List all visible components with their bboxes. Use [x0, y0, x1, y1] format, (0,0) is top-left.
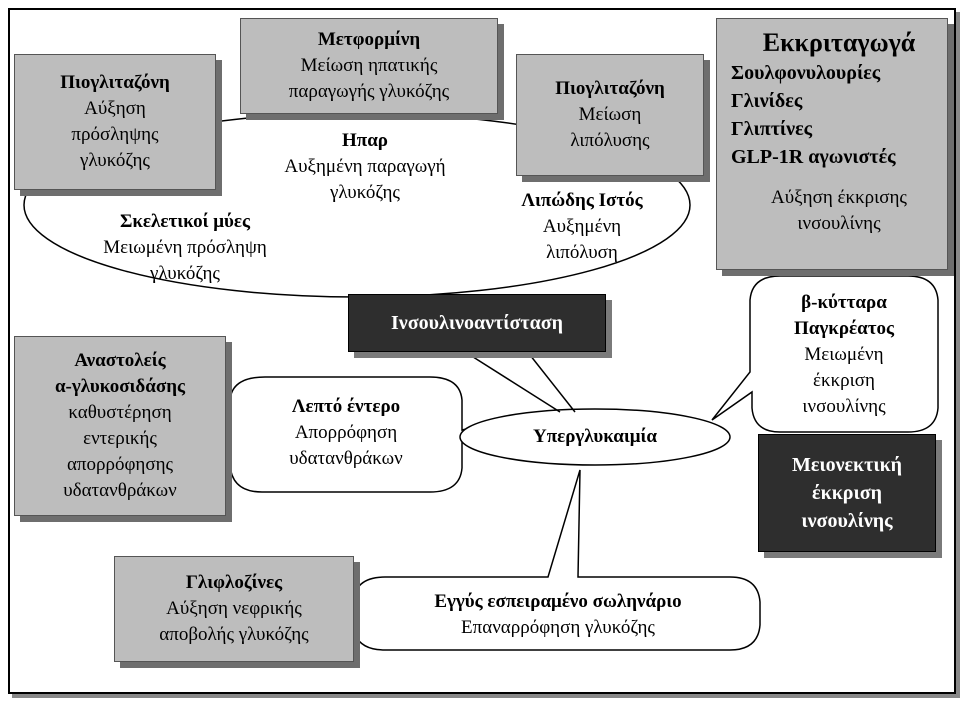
pioglitazone-muscle-title: Πιογλιταζόνη: [60, 72, 170, 93]
tubule-bubble: [352, 469, 761, 651]
secretagogues-item-2: Γλινίδες: [731, 90, 803, 112]
pioglitazone-muscle-line-3: γλυκόζης: [80, 150, 150, 171]
pioglitazone-fat-line-1: Μείωση: [578, 104, 642, 125]
beta-cells-line-2: έκκριση: [813, 370, 875, 391]
muscle-label: Σκελετικοί μύες Μειωμένη πρόσληψη γλυκόζ…: [60, 204, 310, 292]
hyperglycemia-label: Υπεργλυκαιμία: [470, 420, 720, 454]
beta-cells-title-1: β-κύτταρα: [801, 292, 887, 313]
insulin-resistance-label: Ινσουλινοαντίσταση: [391, 312, 563, 334]
gliflozins-line-1: Αύξηση νεφρικής: [166, 598, 302, 619]
beta-cells-bubble: [711, 275, 939, 433]
adipose-label: Λιπώδης Ιστός Αυξημένη λιπόλυση: [486, 184, 678, 270]
secretagogues-title: Εκκριταγωγά: [762, 28, 916, 57]
metformin-line-2: παραγωγής γλυκόζης: [288, 81, 450, 102]
agi-line-4: υδατανθράκων: [63, 480, 177, 501]
arrow-ir-hyper-1: [469, 354, 561, 413]
muscle-line-1: Μειωμένη πρόσληψη: [103, 237, 267, 258]
pioglitazone-fat-box: Πιογλιταζόνη Μείωση λιπόλυσης: [516, 54, 704, 176]
tubule-label: Εγγύς εσπειραμένο σωληνάριο Επαναρρόφηση…: [360, 586, 756, 644]
adipose-line-2: λιπόλυση: [546, 242, 618, 263]
tubule-line-1: Επαναρρόφηση γλυκόζης: [461, 617, 655, 638]
hyperglycemia-text: Υπεργλυκαιμία: [533, 426, 657, 447]
liver-line-1: Αυξημένη παραγωγή: [284, 156, 446, 177]
insulin-resistance-box: Ινσουλινοαντίσταση: [348, 294, 606, 352]
pioglitazone-muscle-line-1: Αύξηση: [84, 98, 146, 119]
beta-cells-line-1: Μειωμένη: [804, 344, 884, 365]
gliflozins-title: Γλιφλοζίνες: [185, 572, 283, 593]
pioglitazone-muscle-box: Πιογλιταζόνη Αύξηση πρόσληψης γλυκόζης: [14, 54, 216, 190]
pioglitazone-muscle-line-2: πρόσληψης: [71, 124, 159, 145]
intestine-title: Λεπτό έντερο: [291, 396, 401, 417]
adipose-line-1: Αυξημένη: [542, 216, 622, 237]
intestine-label: Λεπτό έντερο Απορρόφηση υδατανθράκων: [232, 388, 460, 478]
pioglitazone-fat-title: Πιογλιταζόνη: [555, 78, 665, 99]
liver-title: Ηπαρ: [342, 130, 388, 151]
agi-line-3: απορρόφησης: [66, 454, 174, 475]
agi-title-1: Αναστολείς: [74, 350, 166, 371]
tubule-title: Εγγύς εσπειραμένο σωληνάριο: [434, 591, 682, 612]
secretagogues-item-4: GLP-1R αγωνιστές: [731, 146, 896, 168]
arrow-ir-hyper-2: [529, 354, 576, 413]
muscle-title: Σκελετικοί μύες: [119, 211, 251, 232]
intestine-line-2: υδατανθράκων: [289, 448, 403, 469]
hyperglycemia-ellipse: [459, 408, 731, 466]
adipose-title: Λιπώδης Ιστός: [521, 190, 643, 211]
beta-cells-label: β-κύτταρα Παγκρέατος Μειωμένη έκκριση ιν…: [752, 282, 936, 428]
agi-box: Αναστολείς α-γλυκοσιδάσης καθυστέρηση εν…: [14, 336, 226, 516]
secretagogues-box: Εκκριταγωγά Σουλφονυλουρίες Γλινίδες Γλι…: [716, 18, 948, 270]
gliflozins-box: Γλιφλοζίνες Αύξηση νεφρικής αποβολής γλυ…: [114, 556, 354, 662]
secretagogues-effect-1: Αύξηση έκκρισης: [771, 187, 907, 208]
metformin-title: Μετφορμίνη: [317, 29, 421, 50]
gliflozins-line-2: αποβολής γλυκόζης: [159, 624, 309, 645]
insulin-deficiency-line-3: ινσουλίνης: [801, 510, 893, 532]
agi-line-2: εντερικής: [83, 428, 157, 449]
agi-title-2: α-γλυκοσιδάσης: [54, 376, 186, 397]
liver-line-2: γλυκόζης: [330, 182, 400, 203]
intestine-bubble: [229, 376, 506, 493]
secretagogues-item-3: Γλιπτίνες: [731, 118, 813, 140]
secretagogues-effect-2: ινσουλίνης: [797, 213, 881, 234]
pioglitazone-fat-line-2: λιπόλυσης: [570, 130, 650, 151]
muscle-line-2: γλυκόζης: [150, 263, 220, 284]
insulin-deficiency-line-1: Μειονεκτική: [791, 454, 903, 476]
beta-cells-title-2: Παγκρέατος: [794, 318, 894, 339]
beta-cells-line-3: ινσουλίνης: [802, 396, 886, 417]
intestine-line-1: Απορρόφηση: [294, 422, 398, 443]
agi-line-1: καθυστέρηση: [68, 402, 172, 423]
metformin-box: Μετφορμίνη Μείωση ηπατικής παραγωγής γλυ…: [240, 18, 498, 114]
metformin-line-1: Μείωση ηπατικής: [300, 55, 438, 76]
insulin-deficiency-line-2: έκκριση: [812, 482, 882, 504]
liver-label: Ηπαρ Αυξημένη παραγωγή γλυκόζης: [240, 122, 490, 212]
secretagogues-item-1: Σουλφονυλουρίες: [731, 62, 881, 84]
insulin-deficiency-box: Μειονεκτική έκκριση ινσουλίνης: [758, 434, 936, 552]
